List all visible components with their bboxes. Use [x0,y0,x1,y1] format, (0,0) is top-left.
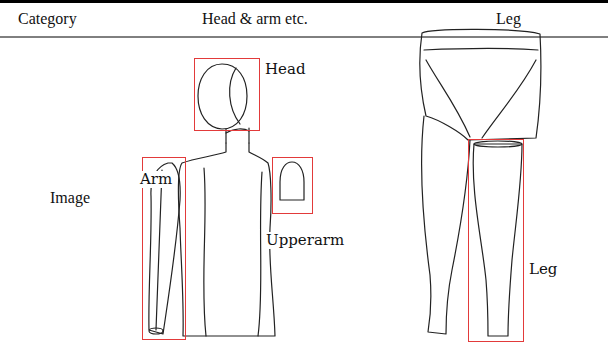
part-label: Head [264,61,307,78]
part-label: Arm [139,171,173,188]
right-leg [473,144,522,336]
upperarm-piece [280,162,304,200]
row-header: Image [50,189,90,207]
panty-line [482,60,536,138]
arm-seam [156,170,162,330]
panty-line [426,60,470,137]
torso-seam [204,168,206,336]
arm-end [149,328,163,334]
torso-outline [178,143,275,336]
column-header: Category [18,10,77,28]
part-label: Upperarm [265,232,345,249]
head-outline [198,64,247,129]
head-seam [230,68,240,124]
waist-line [424,49,538,51]
torso-seam [258,172,262,336]
highlight-box: Arm [142,157,186,340]
column-header: Head & arm etc. [202,10,308,28]
arm-outline [149,163,180,334]
leg-top [474,141,522,147]
part-label: Leg [528,261,558,278]
table-header-rule [0,37,608,38]
left-leg [422,116,470,334]
column-header: Leg [496,10,521,28]
highlight-box: Upperarm [272,157,313,214]
table-top-rule [0,0,608,3]
highlight-box: Head [194,58,260,131]
hip-outline [420,29,541,140]
highlight-box: Leg [468,139,524,342]
